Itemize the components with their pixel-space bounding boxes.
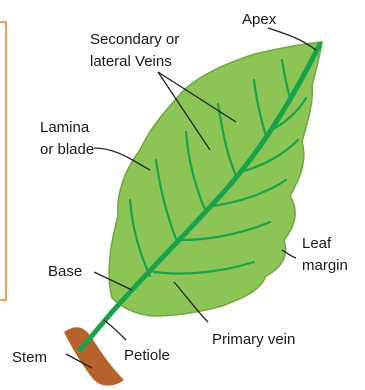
frame-border [0,22,6,300]
label-leaf-margin-line2: margin [302,257,348,274]
label-primary-vein: Primary vein [212,331,295,348]
label-secondary-line1: Secondary or [90,31,179,48]
label-leaf-margin-line1: Leaf [302,235,332,252]
label-lamina-line1: Lamina [40,119,90,136]
label-stem: Stem [12,349,47,366]
label-secondary-line2: lateral Veins [90,53,172,70]
petiole-leader [104,320,126,340]
label-lamina-line2: or blade [40,141,94,158]
label-base: Base [48,263,82,280]
leaf-blade [109,42,322,316]
label-apex: Apex [242,11,277,28]
label-petiole: Petiole [124,347,170,364]
